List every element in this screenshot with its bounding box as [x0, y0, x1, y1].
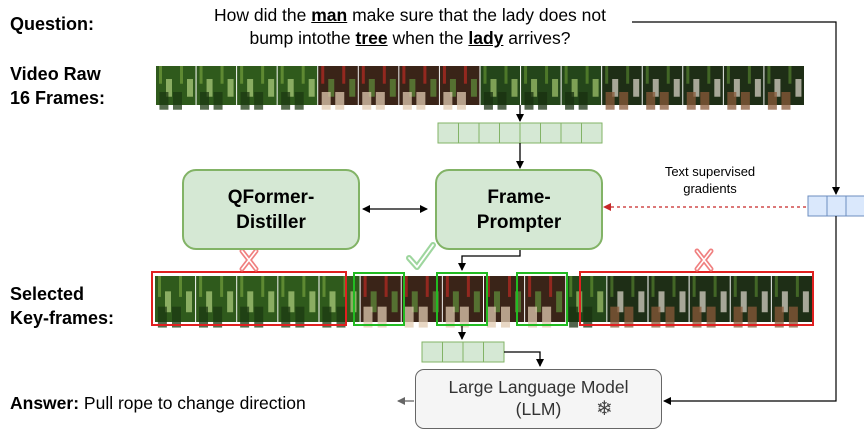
- answer-text: Pull rope to change direction: [83, 393, 306, 413]
- raw-frame: [642, 66, 684, 110]
- raw-frame: [683, 66, 724, 110]
- key-frame: [278, 276, 320, 328]
- raw-frame: [358, 66, 400, 110]
- key-frame: [771, 276, 813, 328]
- answer-label: Answer:: [10, 393, 80, 413]
- key-frame: [442, 276, 484, 328]
- arrow-question-to-text-token: [632, 21, 840, 195]
- raw-frame: [156, 66, 197, 110]
- keyword-man: man: [311, 5, 348, 25]
- keyword-lady: lady: [468, 28, 504, 48]
- key-frame: [484, 276, 526, 328]
- selected-frame-1: [353, 272, 405, 326]
- raw-frame: [561, 66, 603, 110]
- raw-frame: [399, 66, 440, 110]
- selected-label: Selected Key-frames:: [10, 284, 115, 328]
- selected-frame-3: [516, 272, 568, 326]
- arrow-prompter-to-selection: [458, 250, 521, 271]
- video-label: Video Raw 16 Frames:: [10, 64, 106, 108]
- key-frame: [689, 276, 731, 328]
- raw-frame: [277, 66, 319, 110]
- cross-icon: [239, 248, 259, 272]
- raw-frame: [196, 66, 238, 110]
- raw-frame: [723, 66, 765, 110]
- key-frame: [196, 276, 238, 328]
- key-frame: [648, 276, 690, 328]
- question-line-2: bump intothe tree when the lady arrives?: [249, 28, 571, 48]
- question-label: Question:: [10, 14, 94, 34]
- raw-frame: [318, 66, 359, 110]
- qformer-distiller-box: QFormer- Distiller: [182, 169, 360, 250]
- visual-token-row: [437, 122, 603, 144]
- raw-frame: [480, 66, 522, 110]
- gradients-annotation: Text supervised gradients: [664, 164, 756, 196]
- raw-frame: [237, 66, 278, 110]
- llm-box: Large Language Model (LLM) ❄: [415, 369, 662, 429]
- raw-frame: [521, 66, 562, 110]
- selected-frame-2: [436, 272, 488, 326]
- key-frame: [237, 276, 279, 328]
- check-icon: [406, 242, 436, 270]
- key-frame: [730, 276, 772, 328]
- arrow-tokens-to-llm: [504, 351, 544, 367]
- rejected-group-left: [151, 271, 347, 326]
- snowflake-icon: ❄: [596, 398, 613, 420]
- text-token-row: [807, 195, 864, 217]
- key-frame: [155, 276, 197, 328]
- key-frame: [525, 276, 567, 328]
- question-text: How did the man make sure that the lady …: [150, 4, 670, 50]
- key-frame: [360, 276, 402, 328]
- raw-frame: [602, 66, 643, 110]
- video-raw-frames-strip: [156, 66, 805, 110]
- arrow-text-token-to-llm: [663, 216, 837, 405]
- keyword-tree: tree: [355, 28, 388, 48]
- cross-icon: [694, 248, 714, 272]
- raw-frame: [764, 66, 805, 110]
- selected-token-row: [421, 341, 505, 363]
- selected-key-frames-strip: [155, 276, 813, 328]
- rejected-group-right: [579, 271, 814, 326]
- question-line-1: How did the man make sure that the lady …: [213, 5, 607, 25]
- answer: Answer: Pull rope to change direction: [10, 392, 306, 414]
- key-frame: [566, 276, 608, 328]
- raw-frame: [439, 66, 481, 110]
- key-frame: [607, 276, 649, 328]
- frame-prompter-box: Frame- Prompter: [435, 169, 603, 250]
